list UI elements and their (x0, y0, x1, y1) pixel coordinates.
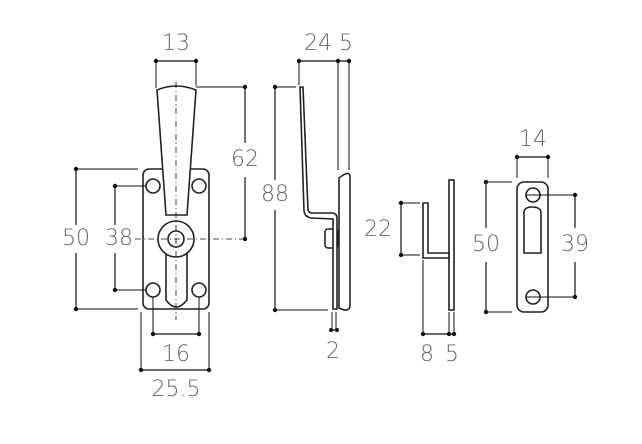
front-view: 13 62 50 38 16 25.5 (62, 31, 259, 402)
dim-lever-thickness: 2 (326, 339, 340, 364)
dim-hole-pitch-vertical: 38 (105, 226, 133, 251)
side-view: 24 5 88 2 (261, 31, 353, 364)
screw-hole (191, 282, 207, 298)
lever-profile (299, 86, 338, 310)
dim-handle-height: 62 (231, 147, 259, 172)
keeper-front-view: 14 50 39 (472, 127, 589, 315)
dim-hook-depth: 8 (420, 342, 434, 367)
dim-keeper-height: 50 (472, 232, 500, 257)
dim-plate-thickness: 5 (339, 31, 353, 56)
screw-hole (145, 178, 161, 194)
dim-hook-height: 22 (364, 217, 392, 242)
lever-handle (156, 85, 197, 216)
dim-handle-width: 13 (162, 31, 190, 56)
strike-slot (523, 206, 542, 254)
lever-tail (165, 249, 188, 308)
dim-plate-height: 50 (62, 226, 90, 251)
dim-plate-width: 25.5 (152, 377, 201, 402)
dim-hole-pitch-horizontal: 16 (162, 342, 190, 367)
dim-handle-offset: 24 (304, 31, 332, 56)
dim-keeper-hole-pitch: 39 (561, 232, 589, 257)
screw-hole (191, 178, 207, 194)
keeper-side-view: 22 8 5 (364, 179, 459, 367)
keeper-strip (448, 179, 455, 311)
dim-keeper-thickness: 5 (445, 342, 459, 367)
dim-keeper-width: 14 (519, 127, 547, 152)
side-plate (338, 172, 351, 311)
screw-hole (145, 282, 161, 298)
keeper-hook (422, 202, 450, 259)
dim-overall-height: 88 (261, 182, 289, 207)
